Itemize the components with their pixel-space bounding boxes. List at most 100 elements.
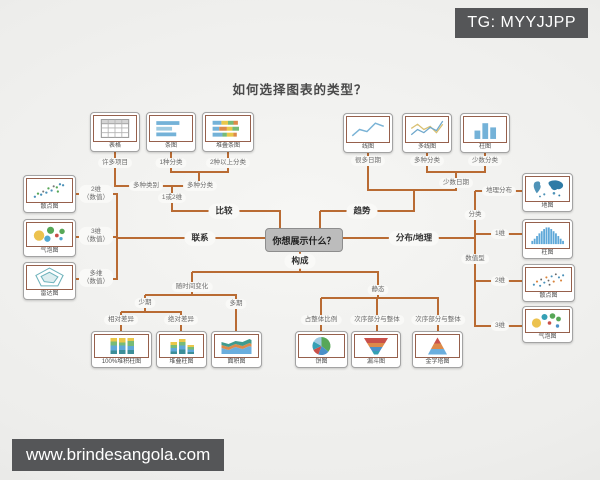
- chart-box-bubble-right: 气泡图: [522, 306, 573, 343]
- chart-box-pie: 饼图: [295, 331, 348, 368]
- connector-line: [368, 189, 457, 191]
- pill-over-time: 随时间变化: [171, 281, 213, 293]
- pill-many-periods: 多期: [225, 298, 247, 310]
- chart-box-stacked100: 100%堆积柱图: [91, 331, 152, 368]
- pill-2plus-categories: 2种以上分类: [205, 157, 251, 169]
- scatter-plot-icon: [532, 273, 565, 287]
- chart-label: 表格: [108, 143, 121, 149]
- chart-box-multi-line: 多线图: [402, 113, 452, 153]
- pill-2dim-numeric: 2维 （数值）: [79, 184, 113, 204]
- pill-3dim-numeric: 3维 （数值）: [79, 226, 113, 246]
- chart-label: 100%堆积柱图: [101, 359, 142, 365]
- node-relation: 联系: [184, 230, 216, 246]
- pill-2dim: 2维: [490, 275, 510, 287]
- pill-relative-diff: 相对差异: [104, 314, 138, 326]
- pill-many-dates: 很多日期: [351, 155, 385, 167]
- pill-few-periods: 少期: [134, 297, 156, 309]
- pie-chart-icon: [312, 336, 331, 356]
- chart-label: 堆叠柱图: [169, 359, 194, 365]
- pill-3dim: 3维: [490, 320, 510, 332]
- chart-box-column: 柱图: [460, 113, 510, 153]
- scatter-plot-icon: [33, 183, 65, 198]
- connector-line: [279, 211, 281, 228]
- node-composition: 构成: [284, 253, 316, 269]
- chart-label: 面积图: [227, 359, 246, 365]
- pill-multi-class-2: 多种分类: [410, 155, 444, 167]
- pill-share-of-whole: 占整体比例: [300, 314, 342, 326]
- chart-label: 柱图: [478, 144, 491, 150]
- pill-1dim: 1维: [490, 228, 510, 240]
- pill-absolute-diff: 绝对差异: [164, 314, 198, 326]
- pill-ordered-part-whole-1: 次序部分与整体: [350, 314, 404, 326]
- chart-box-bubble-left: 气泡图: [23, 219, 76, 257]
- stacked-column-icon: [170, 339, 194, 354]
- chart-box-stacked-column: 堆叠柱图: [156, 331, 207, 368]
- chart-label: 条图: [164, 143, 177, 149]
- chart-label: 线图: [361, 144, 374, 150]
- histogram-icon: [531, 227, 564, 245]
- chart-label: 地图: [541, 203, 554, 209]
- connector-line: [198, 172, 200, 187]
- node-trend: 趋势: [346, 203, 378, 219]
- stacked-100-column-icon: [110, 338, 134, 354]
- radar-chart-icon: [35, 267, 64, 287]
- connector-line: [437, 298, 439, 331]
- chart-label: 雷达图: [40, 291, 59, 297]
- funnel-chart-icon: [364, 338, 388, 355]
- chart-box-line: 线图: [343, 113, 393, 153]
- connector-line: [145, 294, 237, 296]
- column-chart-icon: [474, 123, 497, 139]
- watermark-tg-badge: TG: MYYJJPP: [455, 8, 588, 38]
- pill-1-category: 1种分类: [155, 157, 187, 169]
- chart-label: 金字塔图: [425, 359, 450, 365]
- pill-multi-category: 多种类别: [129, 180, 163, 192]
- chart-box-funnel: 漏斗图: [351, 331, 401, 368]
- pill-few-dates: 少数日期: [439, 177, 473, 189]
- chart-label: 柱图: [541, 250, 554, 256]
- pill-ordered-part-whole-2: 次序部分与整体: [411, 314, 465, 326]
- center-question: 你想展示什么？: [265, 228, 343, 252]
- chart-label: 堆叠条图: [215, 143, 240, 149]
- chart-box-area: 面积图: [211, 331, 262, 368]
- chart-label: 漏斗图: [366, 359, 385, 365]
- chart-label: 气泡图: [40, 248, 59, 254]
- pill-few-classes: 少数分类: [468, 155, 502, 167]
- chart-box-stacked-bar: 堆叠条图: [202, 112, 254, 152]
- bubble-chart-icon: [531, 313, 561, 328]
- connector-line: [235, 295, 237, 331]
- connector-line: [321, 297, 439, 299]
- connector-line: [320, 298, 322, 331]
- chart-box-map: 地图: [522, 173, 573, 212]
- chart-box-scatter-left: 散点图: [23, 175, 76, 213]
- chart-box-scatter-right: 散点图: [522, 264, 575, 302]
- connector-line: [413, 190, 415, 212]
- connector-line: [192, 271, 379, 273]
- chart-label: 多线图: [417, 144, 436, 150]
- page-title: 如何选择图表的类型？: [232, 83, 368, 97]
- pill-multidim-numeric: 多维 （数值）: [79, 268, 113, 288]
- area-chart-icon: [221, 339, 252, 354]
- chart-box-radar: 雷达图: [23, 262, 76, 300]
- node-compare: 比较: [208, 203, 240, 219]
- chart-box-pyramid: 金字塔图: [412, 331, 463, 368]
- node-distribution-geo: 分布/地理: [388, 230, 440, 246]
- connector-line: [367, 153, 369, 191]
- chart-box-histogram: 柱图: [522, 219, 573, 259]
- table-icon: [100, 119, 130, 138]
- map-icon: [533, 180, 564, 198]
- pill-geo-distribution: 地理分布: [482, 185, 516, 197]
- pill-category: 分类: [464, 209, 486, 221]
- chart-box-bar: 条图: [146, 112, 196, 152]
- connector-line: [319, 211, 321, 228]
- chart-label: 散点图: [40, 204, 59, 210]
- chart-label: 气泡图: [538, 334, 557, 340]
- connector-line: [114, 152, 116, 187]
- pill-multi-class: 多种分类: [183, 180, 217, 192]
- stacked-bar-chart-icon: [212, 120, 239, 137]
- pyramid-chart-icon: [428, 337, 447, 355]
- watermark-url-badge: www.brindesangola.com: [12, 439, 225, 471]
- connector-line: [171, 171, 229, 173]
- chart-label: 散点图: [539, 293, 558, 299]
- bubble-chart-icon: [33, 226, 65, 242]
